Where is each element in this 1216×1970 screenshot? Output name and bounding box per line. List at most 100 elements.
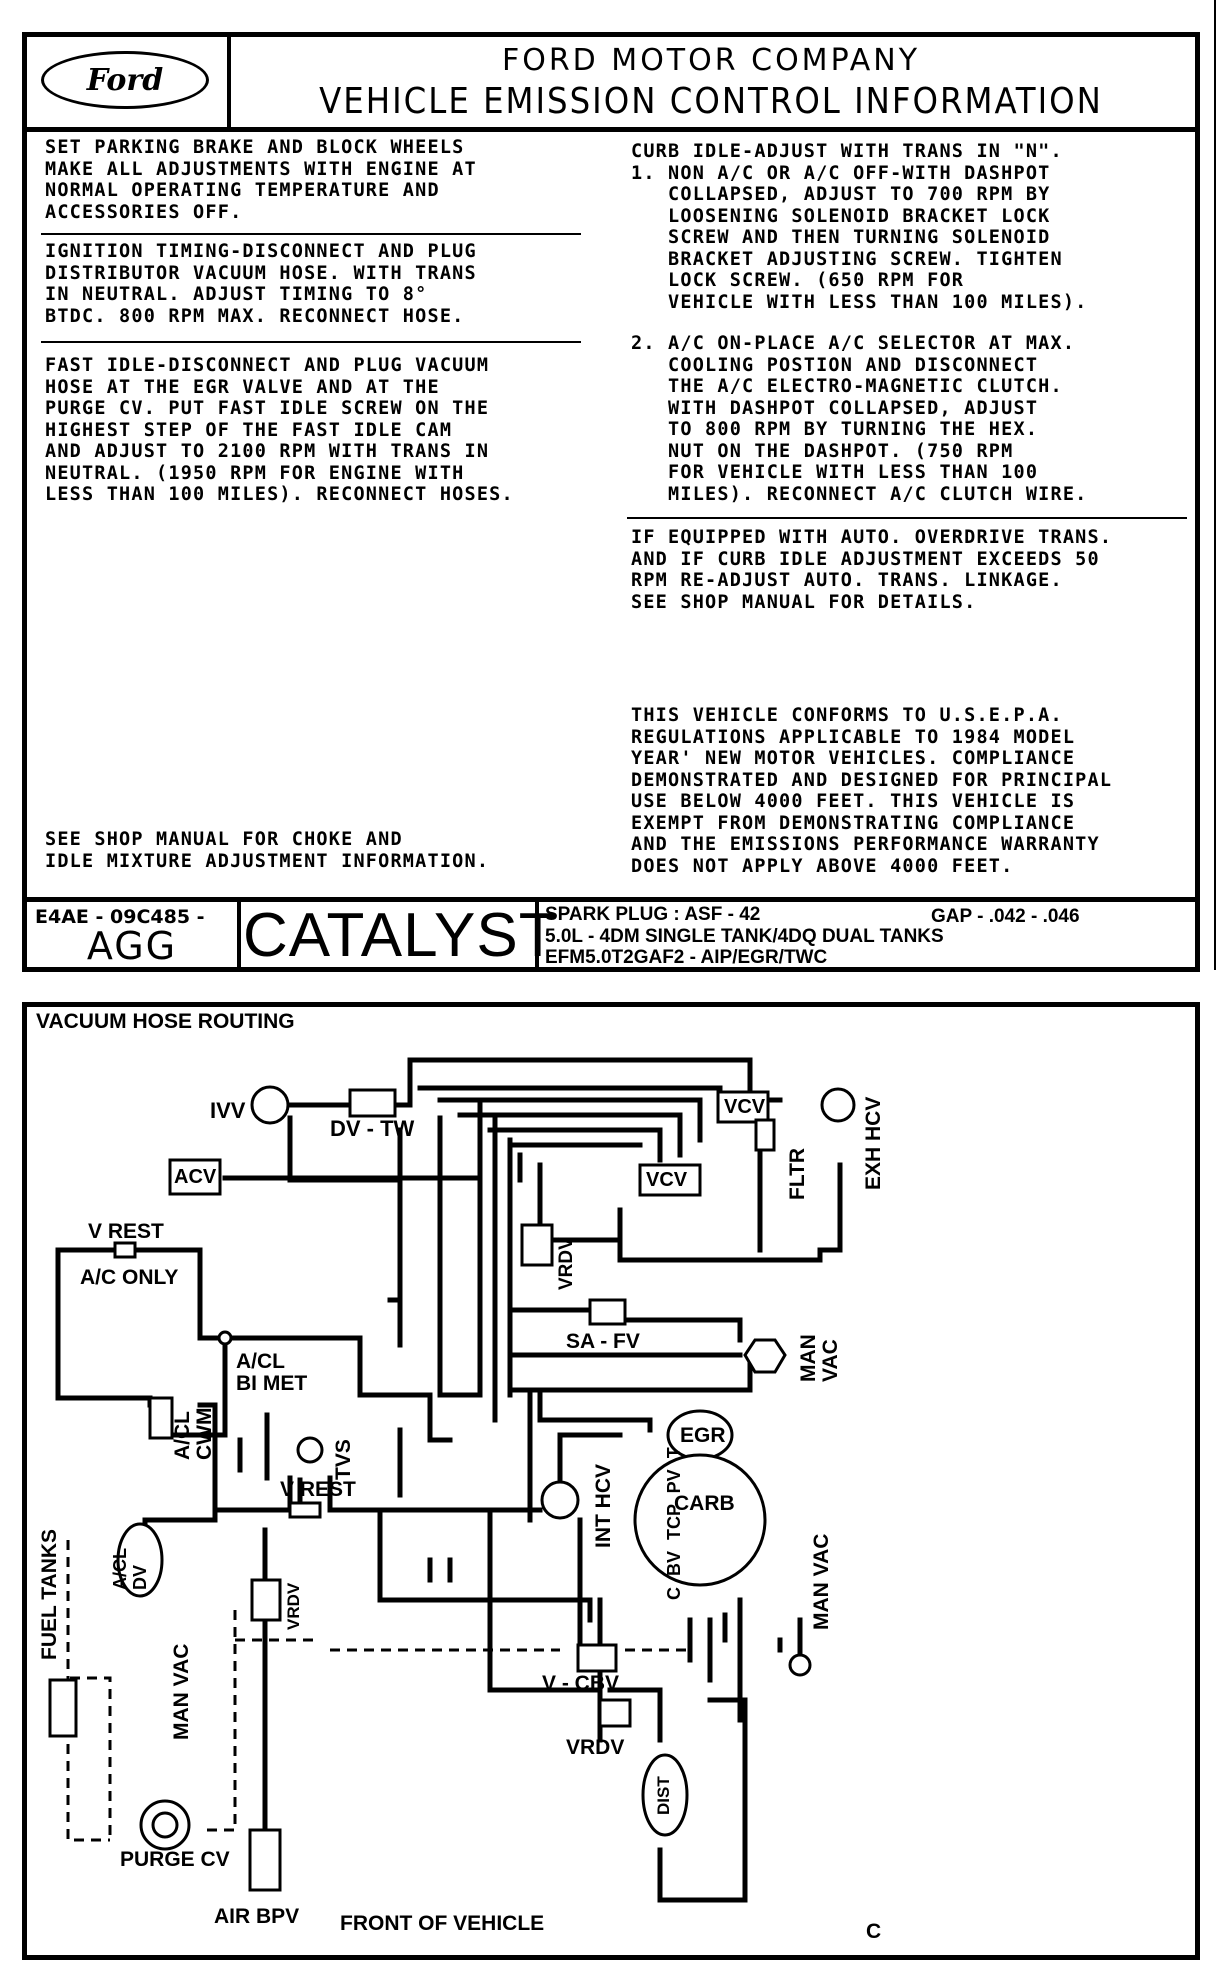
carburetor <box>633 1453 767 1587</box>
man-vac-right-label: MAN VAC <box>797 1334 842 1382</box>
exh-hcv <box>820 1087 856 1123</box>
parking-instructions: SET PARKING BRAKE AND BLOCK WHEELS MAKE … <box>45 137 477 223</box>
divider <box>41 233 581 235</box>
vcv-top-label: VCV <box>724 1096 766 1118</box>
dashed-line <box>70 1676 112 1840</box>
fuel-tanks-label: FUEL TANKS <box>38 1528 61 1660</box>
ivv-valve <box>250 1085 290 1125</box>
label-footer: E4AE - 09C485 - AGG CATALYST SPARK PLUG … <box>27 897 1195 972</box>
part-number: E4AE - 09C485 - <box>35 906 205 928</box>
label-title: VEHICLE EMISSION CONTROL INFORMATION <box>319 81 1103 122</box>
tee-fitting <box>217 1330 233 1346</box>
hose <box>132 1247 453 1443</box>
vcv-mid <box>638 1163 702 1197</box>
acv-label: ACV <box>174 1166 217 1188</box>
hose <box>487 1512 598 1693</box>
dashed-line <box>66 1540 110 1842</box>
sa-fv <box>588 1298 627 1326</box>
corner-code: C <box>866 1920 882 1943</box>
acv-valve <box>168 1158 222 1196</box>
v-rest-mid <box>288 1501 322 1519</box>
v-rest-top <box>113 1241 137 1259</box>
v-cbv-label: V - CBV <box>542 1672 620 1695</box>
acl-bimet-label-1: A/CL <box>236 1350 285 1373</box>
hose <box>437 1115 483 1398</box>
distributor <box>641 1753 689 1837</box>
vcv-mid-label: VCV <box>646 1169 688 1191</box>
hose <box>537 1417 653 1433</box>
egr-label: EGR <box>680 1424 726 1447</box>
man-vac-carb-port <box>788 1653 812 1677</box>
curb-idle-instructions: CURB IDLE-ADJUST WITH TRANS IN "N". 1. N… <box>631 141 1088 313</box>
tvs-label: TVS <box>332 1439 355 1480</box>
dv-tw-label: DV - TW <box>330 1116 415 1141</box>
catalyst-text: CATALYST <box>243 901 558 970</box>
air-bpv-label: AIR BPV <box>214 1905 300 1928</box>
int-hcv-label: INT HCV <box>592 1464 615 1548</box>
fuel-tank-port <box>48 1678 78 1738</box>
catalyst-cell: CATALYST <box>237 901 557 972</box>
exh-hcv-label: EXH HCV <box>862 1096 885 1190</box>
ford-logo: Ford <box>41 51 209 109</box>
acl-cwm <box>148 1396 174 1440</box>
int-hcv <box>540 1480 580 1520</box>
ivv-label: IVV <box>210 1098 246 1123</box>
air-bpv <box>248 1828 282 1892</box>
engine-spec: 5.0L - 4DM SINGLE TANK/4DQ DUAL TANKS <box>545 926 944 947</box>
sa-fv-label: SA - FV <box>566 1330 640 1353</box>
hose <box>212 1475 293 1513</box>
logo-cell: Ford <box>27 37 231 127</box>
timing-instructions: IGNITION TIMING-DISCONNECT AND PLUG DIST… <box>45 241 477 327</box>
dist-label: DIST <box>654 1776 673 1815</box>
dashed-line <box>625 1620 692 1652</box>
man-vac-left-label: MAN VAC <box>170 1643 193 1740</box>
spark-plug-spec: SPARK PLUG : ASF - 42 <box>545 904 761 925</box>
hose <box>392 1057 753 1108</box>
vrdv-lower <box>598 1698 632 1728</box>
vrdv-left <box>250 1578 282 1622</box>
hose <box>377 1512 593 1623</box>
purge-cv-inner <box>151 1811 179 1839</box>
label-header: Ford FORD MOTOR COMPANY VEHICLE EMISSION… <box>27 37 1195 132</box>
choke-note: SEE SHOP MANUAL FOR CHOKE AND IDLE MIXTU… <box>45 829 490 872</box>
hose <box>457 1112 683 1158</box>
vrdv-upper <box>520 1223 554 1267</box>
v-rest-top-label: V REST <box>88 1220 164 1243</box>
divider <box>41 341 581 343</box>
dashed-line <box>200 1610 237 1832</box>
plug-gap-spec: GAP - .042 - .046 <box>931 906 1080 927</box>
fltr <box>754 1118 776 1152</box>
hose <box>617 1207 843 1263</box>
hose <box>387 1297 403 1348</box>
v-cbv <box>576 1643 618 1673</box>
vrdv-left-label: VRDV <box>284 1582 303 1630</box>
acl-bimet-label-2: BI MET <box>236 1372 308 1395</box>
diagram-title: VACUUM HOSE ROUTING <box>36 1010 295 1033</box>
hose <box>622 1317 743 1343</box>
vacuum-diagram <box>22 1002 1200 1960</box>
calibration-code: AGG <box>86 924 178 968</box>
tvs-switch <box>296 1436 324 1464</box>
front-of-vehicle-label: FRONT OF VEHICLE <box>340 1912 545 1935</box>
carb-ports-label: C BV TCP PV T <box>664 1447 684 1600</box>
acl-dv <box>116 1522 164 1598</box>
hose <box>437 1097 703 1143</box>
vrdv-lower-label: VRDV <box>566 1736 625 1759</box>
v-rest-mid-label: V REST <box>280 1478 356 1501</box>
dv-tw-valve <box>348 1088 397 1118</box>
edge-line <box>1214 0 1216 970</box>
carb-label: CARB <box>674 1492 735 1515</box>
hose <box>607 1687 663 1743</box>
hose <box>657 1697 748 1903</box>
part-number-cell: E4AE - 09C485 - AGG <box>27 902 241 972</box>
acl-cwm-label: A/CL CWM <box>171 1407 216 1460</box>
overdrive-note: IF EQUIPPED WITH AUTO. OVERDRIVE TRANS. … <box>631 527 1113 613</box>
vrdv-upper-label: VRDV <box>556 1237 577 1290</box>
hose <box>507 1357 753 1393</box>
man-vac-carb-label: MAN VAC <box>810 1533 833 1630</box>
fast-idle-instructions: FAST IDLE-DISCONNECT AND PLUG VACUUM HOS… <box>45 355 514 505</box>
hose <box>487 1127 663 1163</box>
man-vac-right-port <box>743 1338 787 1374</box>
vcv-top <box>716 1090 770 1124</box>
